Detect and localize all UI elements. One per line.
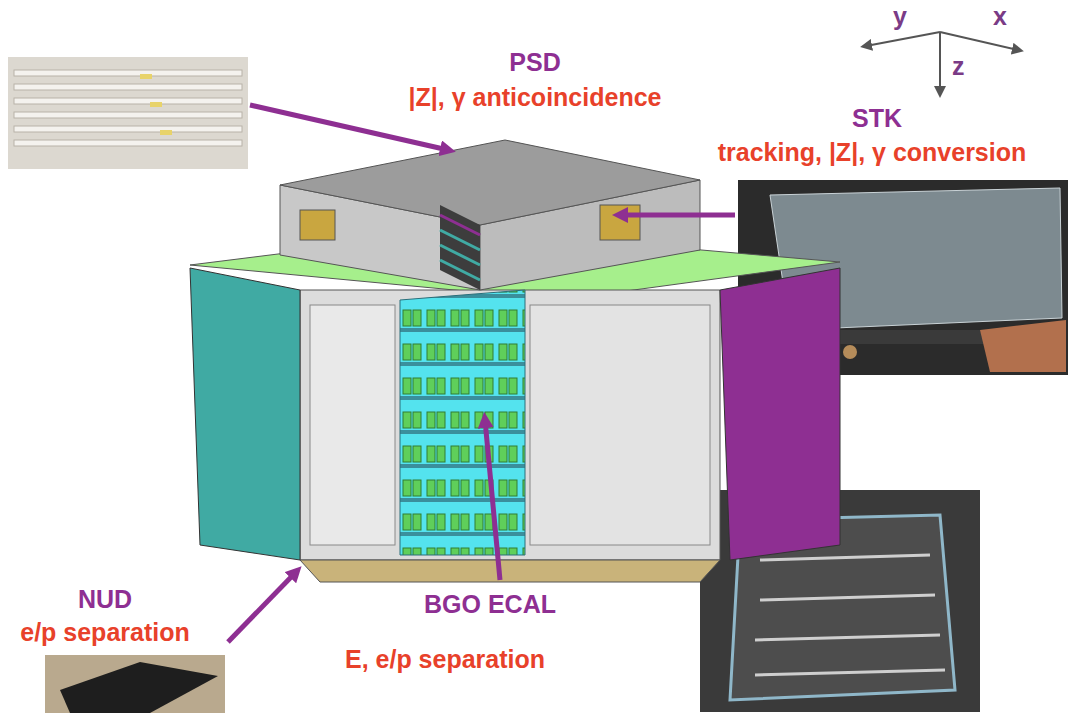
psd-bar <box>14 126 242 132</box>
part-name: BGO ECAL <box>424 590 556 619</box>
bar <box>760 595 935 600</box>
detector-body <box>190 140 840 582</box>
ecal-housing <box>300 290 720 560</box>
cable <box>980 320 1066 372</box>
psd-bar <box>14 98 242 104</box>
bar <box>760 555 930 560</box>
electronics <box>300 210 335 240</box>
function-label: |Z|, γ anticoincidence <box>409 83 662 112</box>
nud-plate <box>60 662 218 713</box>
axis-label: y <box>893 2 907 31</box>
function-label: E, e/p separation <box>345 645 545 674</box>
axis-label: z <box>952 52 965 81</box>
side-module <box>530 305 710 545</box>
psd-bar <box>14 84 242 90</box>
part-name: STK <box>852 104 902 133</box>
tag <box>140 74 152 79</box>
part-name: PSD <box>509 48 560 77</box>
nud-photo <box>45 655 225 713</box>
electronics <box>600 205 640 240</box>
function-label: e/p separation <box>20 618 190 647</box>
leader-arrow <box>620 213 735 218</box>
function-label: tracking, |Z|, γ conversion <box>718 138 1027 167</box>
side-module <box>310 305 395 545</box>
leader-arrow <box>228 572 296 642</box>
axis-line <box>940 32 1018 50</box>
axis-label: x <box>993 2 1007 31</box>
photo-ground <box>8 57 248 169</box>
tag <box>160 130 172 135</box>
photo-ground <box>45 655 225 713</box>
bgo-calorimeter <box>400 290 525 555</box>
leader-arrow <box>250 105 448 150</box>
side-panel <box>190 268 300 560</box>
psd-bar <box>14 112 242 118</box>
tag <box>150 102 162 107</box>
bar <box>755 635 940 640</box>
side-panel <box>720 268 840 560</box>
axis-line <box>939 32 941 92</box>
stk-cutaway <box>440 205 480 290</box>
stk-layer <box>440 260 480 280</box>
screw <box>843 345 857 359</box>
leader-arrow <box>485 420 500 580</box>
psd-photo <box>8 57 248 169</box>
bar <box>755 670 945 675</box>
part-name: NUD <box>78 585 132 614</box>
psd-bar <box>14 140 242 146</box>
axis-line <box>866 32 940 46</box>
psd-bar <box>14 70 242 76</box>
nud-base <box>300 560 720 582</box>
